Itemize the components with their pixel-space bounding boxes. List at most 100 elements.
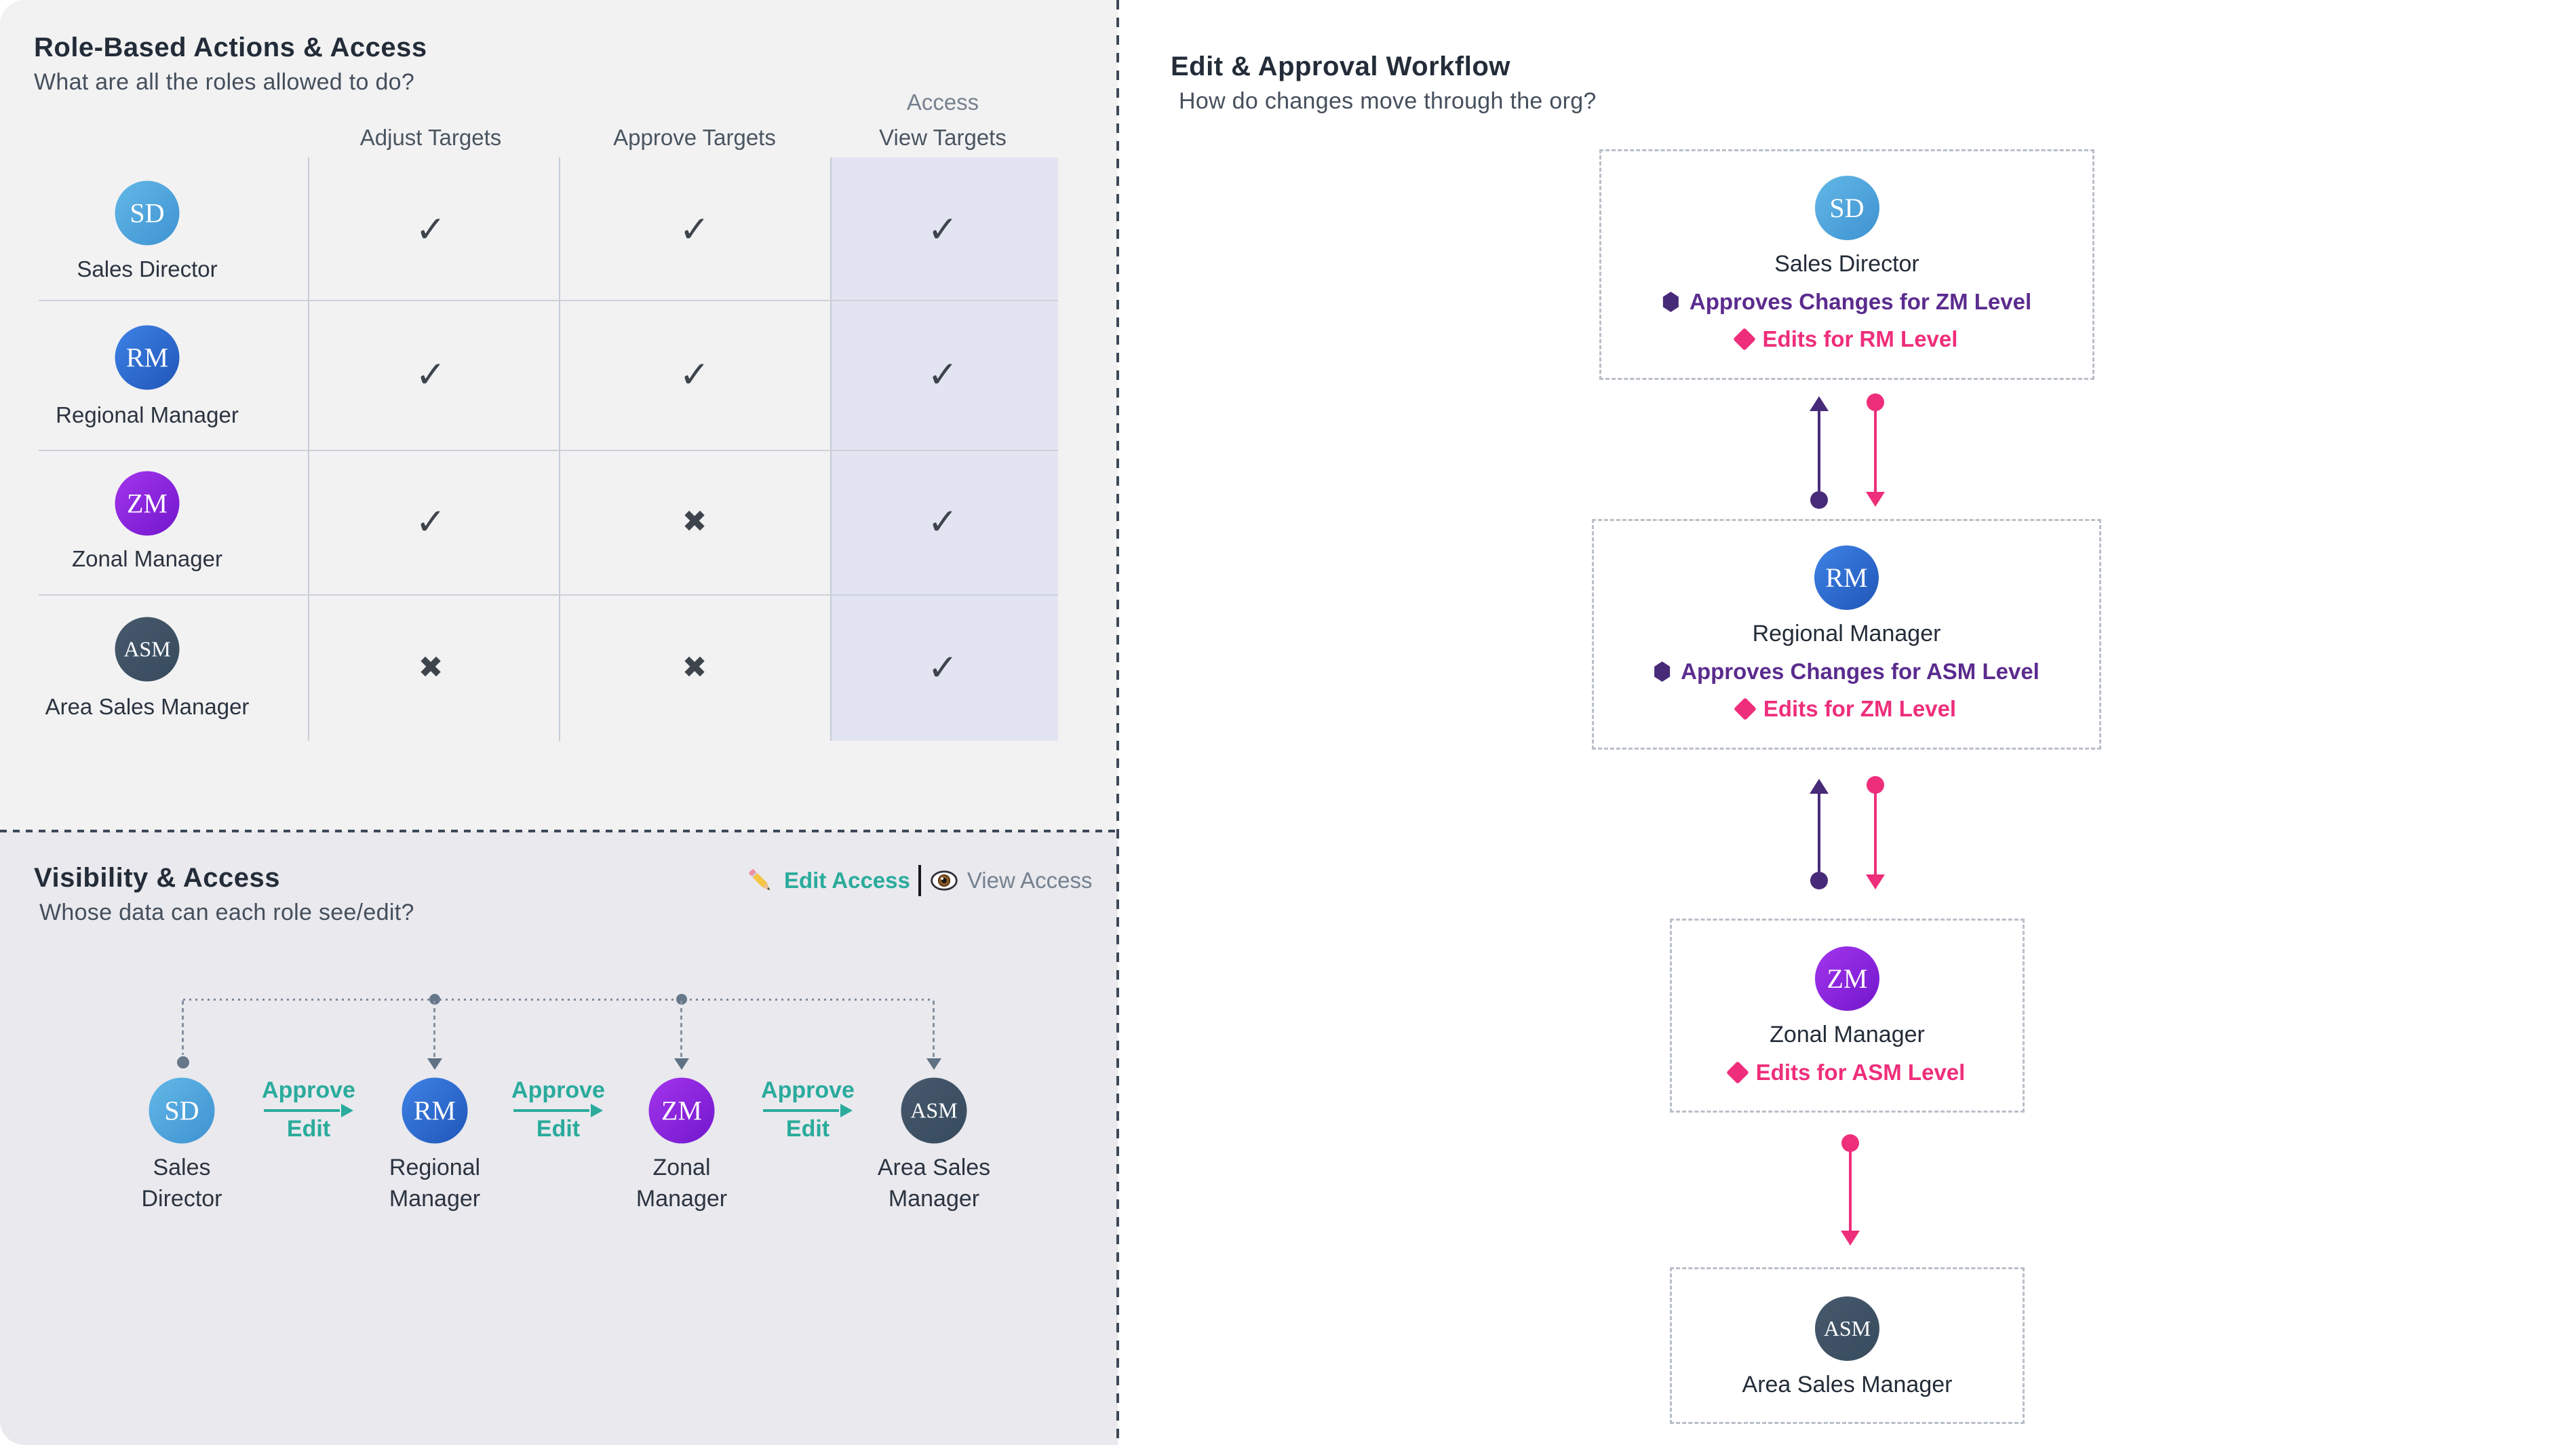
arrow-down-icon	[926, 1058, 941, 1070]
workflow-role-label: Zonal Manager	[1770, 1022, 1925, 1047]
tree-node-dot	[676, 994, 687, 1005]
edit-label: Edit	[286, 1116, 331, 1142]
approves-text: Approves Changes for ZM Level	[1689, 289, 2032, 314]
workflow-box-sales-director: SD Sales Director Approves Changes for Z…	[1599, 149, 2094, 380]
avatar-initials: RM	[413, 1095, 456, 1126]
avatar-initials: ASM	[1823, 1316, 1871, 1341]
workflow-title: Edit & Approval Workflow	[1171, 52, 1510, 81]
arrow-down-pink-icon	[1840, 1134, 1860, 1246]
workflow-role-label: Area Sales Manager	[1742, 1372, 1953, 1398]
workflow-avatar-zonal-manager: ZM	[1815, 946, 1879, 1011]
access-legend: Edit Access View Access	[745, 863, 1093, 898]
check-icon: ✓	[415, 353, 446, 396]
avatar-initials: SD	[130, 197, 165, 229]
workflow-box-zonal-manager: ZM Zonal Manager Edits for ASM Level	[1670, 919, 2025, 1113]
flow-label: Manager	[389, 1186, 481, 1212]
vertical-dashed-divider	[1116, 0, 1119, 1445]
avatar-initials: ZM	[1827, 963, 1868, 994]
approves-text: Approves Changes for ASM Level	[1681, 659, 2040, 684]
arrow-right-icon	[763, 1104, 853, 1117]
approve-label: Approve	[761, 1077, 855, 1103]
flow-avatar-sales-director: SD	[149, 1077, 215, 1144]
avatar-initials: ASM	[910, 1098, 958, 1123]
edit-label: Edit	[785, 1116, 830, 1142]
edit-access-toggle[interactable]: Edit Access	[784, 868, 910, 893]
diamond-bullet-icon	[1725, 1061, 1749, 1084]
check-icon: ✓	[679, 353, 710, 396]
avatar-initials: SD	[1829, 193, 1865, 223]
pencil-icon	[745, 865, 776, 896]
grid-vline-2	[559, 157, 560, 741]
avatar-initials: RM	[125, 342, 169, 373]
hexagon-bullet-icon	[1654, 661, 1671, 682]
avatar-initials: RM	[1825, 562, 1868, 593]
workflow-subtitle: How do changes move through the org?	[1179, 88, 1597, 114]
check-icon: ✓	[679, 208, 710, 251]
arrow-right-icon	[513, 1104, 603, 1117]
check-icon: ✓	[415, 500, 446, 543]
tree-drop-asm	[933, 1001, 935, 1058]
row-label-regional-manager: Regional Manager	[56, 402, 239, 427]
avatar-area-sales-manager: ASM	[115, 617, 180, 682]
arrow-up-purple-icon	[1809, 396, 1829, 509]
check-icon: ✓	[927, 208, 958, 251]
diamond-bullet-icon	[1733, 697, 1757, 720]
check-icon: ✓	[415, 208, 446, 251]
avatar-zonal-manager: ZM	[115, 471, 180, 536]
avatar-regional-manager: RM	[115, 325, 180, 390]
view-access-toggle[interactable]: View Access	[967, 868, 1093, 893]
legend-separator	[918, 865, 921, 896]
flow-label: Sales	[153, 1155, 211, 1180]
horizontal-dashed-divider	[0, 830, 1118, 832]
check-icon: ✓	[927, 646, 958, 689]
flow-label: Zonal	[652, 1155, 711, 1180]
arrow-down-pink-icon	[1865, 776, 1886, 889]
tree-drop-zm	[680, 1001, 682, 1058]
tree-drop-rm	[433, 1001, 435, 1058]
column-header-view-targets: View Targets	[879, 125, 1007, 150]
cross-icon: ✖	[682, 650, 707, 685]
approves-row: Approves Changes for ASM Level	[1654, 659, 2040, 685]
edits-text: Edits for RM Level	[1762, 326, 1958, 351]
edits-row: Edits for ASM Level	[1725, 1060, 1966, 1085]
edits-text: Edits for ZM Level	[1763, 696, 1957, 721]
tree-end-dot	[177, 1056, 189, 1068]
check-icon: ✓	[927, 500, 958, 543]
grid-hline-2	[39, 450, 1058, 451]
access-group-label: Access	[906, 90, 979, 115]
avatar-initials: ZM	[661, 1095, 702, 1126]
matrix-title: Role-Based Actions & Access	[34, 33, 427, 62]
grid-hline-3	[39, 594, 1058, 596]
approves-row: Approves Changes for ZM Level	[1662, 289, 2031, 315]
check-icon: ✓	[927, 353, 958, 396]
arrow-down-icon	[427, 1058, 442, 1070]
workflow-box-area-sales-manager: ASM Area Sales Manager	[1670, 1267, 2025, 1424]
row-label-area-sales-manager: Area Sales Manager	[45, 694, 250, 719]
flow-label: Manager	[888, 1186, 980, 1212]
row-label-sales-director: Sales Director	[77, 256, 218, 282]
edits-text: Edits for ASM Level	[1755, 1060, 1966, 1085]
workflow-role-label: Regional Manager	[1752, 621, 1941, 647]
workflow-avatar-sales-director: SD	[1814, 176, 1879, 240]
workflow-role-label: Sales Director	[1774, 251, 1919, 277]
flow-avatar-area-sales-manager: ASM	[901, 1077, 967, 1144]
panel-role-matrix: Role-Based Actions & Access What are all…	[0, 0, 1118, 831]
edit-label: Edit	[536, 1116, 581, 1142]
edits-row: Edits for ZM Level	[1733, 696, 1957, 722]
workflow-avatar-regional-manager: RM	[1814, 545, 1879, 610]
flow-avatar-regional-manager: RM	[402, 1077, 468, 1144]
flow-label: Manager	[636, 1186, 728, 1212]
tree-node-dot	[429, 994, 440, 1005]
avatar-initials: ZM	[127, 488, 168, 519]
edits-row: Edits for RM Level	[1732, 326, 1958, 352]
workflow-box-regional-manager: RM Regional Manager Approves Changes for…	[1592, 519, 2101, 750]
approve-label: Approve	[262, 1077, 355, 1103]
cross-icon: ✖	[682, 504, 707, 539]
flow-label: Regional	[389, 1155, 481, 1180]
arrow-right-icon	[264, 1104, 353, 1117]
grid-vline-3	[830, 157, 832, 741]
view-targets-highlight-column	[830, 157, 1058, 741]
flow-avatar-zonal-manager: ZM	[648, 1077, 715, 1144]
arrow-down-pink-icon	[1865, 393, 1886, 507]
flow-label: Area Sales	[877, 1155, 991, 1180]
